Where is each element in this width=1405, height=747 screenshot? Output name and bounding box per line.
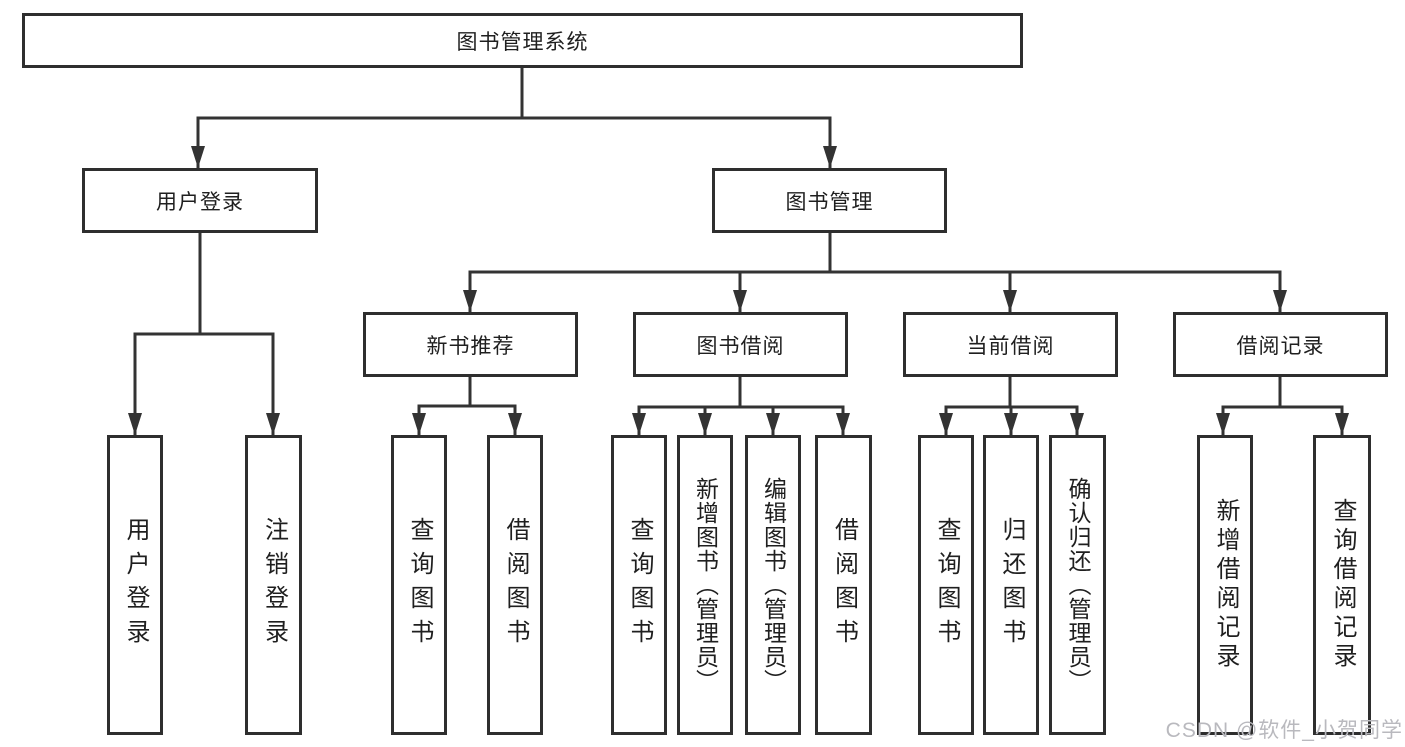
- node-label: 图书管理: [785, 190, 874, 214]
- leaf-user-login: 用户登录: [107, 435, 163, 735]
- node-label: 查询图书: [406, 517, 433, 653]
- leaf-br-add-record: 新增借阅记录: [1197, 435, 1253, 735]
- leaf-bb-add-books-admin: 新增图书（管理员）: [677, 435, 733, 735]
- watermark-text: CSDN @软件_小贺同学: [1165, 719, 1403, 742]
- node-label: 编辑图书（管理员）: [760, 477, 787, 693]
- node-new-book-recommendation: 新书推荐: [363, 312, 578, 377]
- node-user-login: 用户登录: [82, 168, 318, 233]
- node-label: 查询图书: [626, 517, 653, 653]
- node-label: 查询借阅记录: [1329, 498, 1356, 672]
- node-label: 新增借阅记录: [1212, 498, 1239, 672]
- node-label: 用户登录: [122, 517, 149, 653]
- node-label: 借阅图书: [830, 517, 858, 653]
- leaf-bb-query-books: 查询图书: [611, 435, 667, 735]
- node-label: 注销登录: [260, 517, 288, 653]
- leaf-bb-edit-books-admin: 编辑图书（管理员）: [745, 435, 801, 735]
- leaf-nb-borrow-books: 借阅图书: [487, 435, 543, 735]
- node-current-borrowing: 当前借阅: [903, 312, 1118, 377]
- node-label: 新书推荐: [426, 334, 515, 358]
- node-label: 当前借阅: [966, 334, 1055, 358]
- node-label: 用户登录: [156, 190, 244, 214]
- leaf-logout: 注销登录: [245, 435, 302, 735]
- node-book-borrowing: 图书借阅: [633, 312, 848, 377]
- leaf-nb-query-books: 查询图书: [391, 435, 447, 735]
- node-label: 查询图书: [933, 517, 960, 653]
- leaf-bb-borrow-books: 借阅图书: [815, 435, 872, 735]
- node-label: 归还图书: [998, 517, 1025, 653]
- leaf-br-query-record: 查询借阅记录: [1313, 435, 1371, 735]
- node-label: 借阅图书: [502, 517, 529, 653]
- node-root: 图书管理系统: [22, 13, 1023, 68]
- node-label: 借阅记录: [1236, 334, 1325, 358]
- node-book-management: 图书管理: [712, 168, 947, 233]
- node-label: 图书借阅: [696, 334, 785, 358]
- leaf-cb-return-books: 归还图书: [983, 435, 1039, 735]
- node-borrowing-records: 借阅记录: [1173, 312, 1388, 377]
- node-label: 图书管理系统: [456, 30, 589, 54]
- node-label: 新增图书（管理员）: [692, 477, 719, 693]
- node-label: 确认归还（管理员）: [1065, 477, 1091, 693]
- leaf-cb-query-books: 查询图书: [918, 435, 974, 735]
- leaf-cb-confirm-return-admin: 确认归还（管理员）: [1049, 435, 1106, 735]
